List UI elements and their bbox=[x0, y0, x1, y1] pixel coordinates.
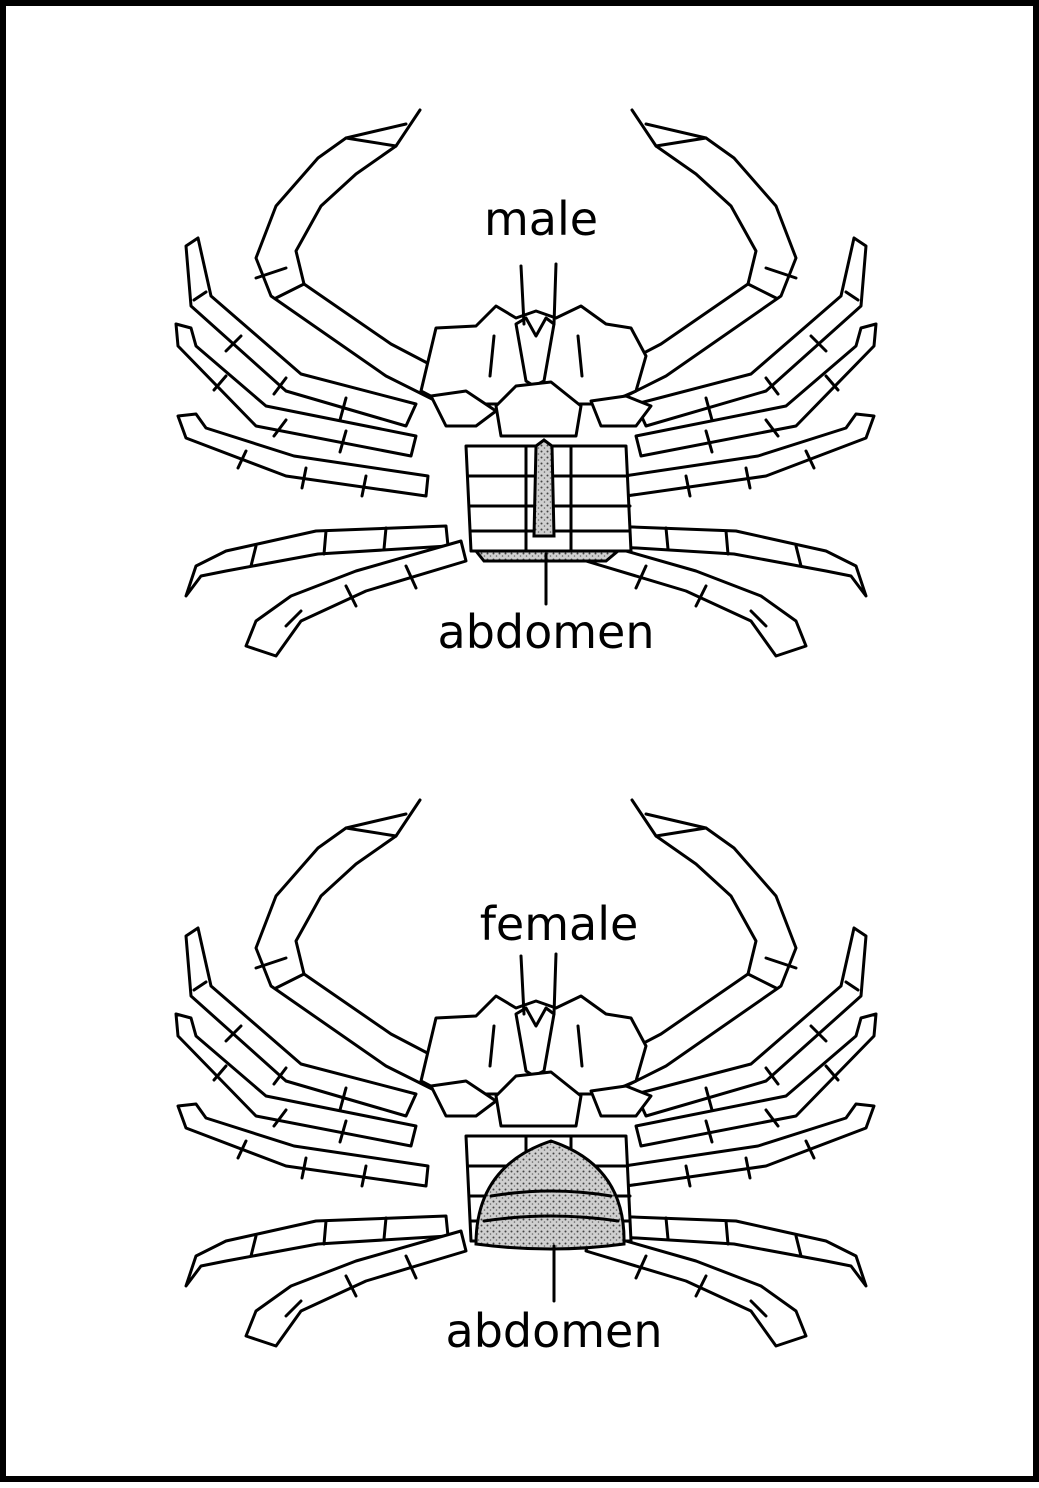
male-title: male bbox=[484, 196, 598, 242]
female-crab bbox=[176, 800, 876, 1346]
male-abdomen bbox=[534, 440, 554, 536]
female-title: female bbox=[480, 901, 639, 947]
male-abdomen-label: abdomen bbox=[438, 609, 655, 655]
female-abdomen-label: abdomen bbox=[446, 1308, 663, 1354]
